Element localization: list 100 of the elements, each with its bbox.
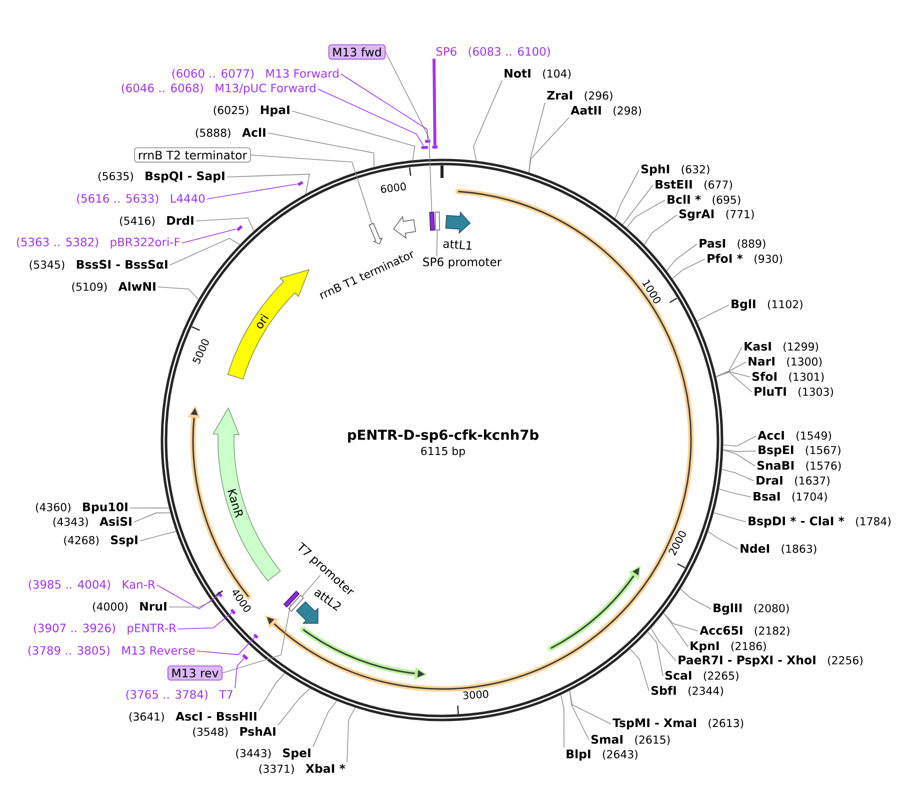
- leader-line: [436, 230, 438, 256]
- leader-line: [528, 102, 546, 173]
- leader-line: [292, 110, 416, 161]
- leader-line: [312, 700, 338, 748]
- leader-line: [222, 603, 292, 674]
- leader-line: [666, 244, 698, 272]
- cut-site-label: NarI (1300): [748, 357, 822, 367]
- leader-line: [663, 612, 688, 648]
- leader-line: [206, 184, 298, 200]
- leader-line: [234, 658, 244, 689]
- leader-line: [258, 672, 286, 711]
- leader-line: [278, 688, 310, 726]
- primer-mark: [297, 180, 304, 186]
- scale-label: 5000: [192, 339, 209, 364]
- leader-line: [182, 228, 237, 244]
- cut-site-label: AatII (298): [570, 106, 642, 116]
- leader-line: [569, 690, 612, 724]
- leader-line: [721, 468, 754, 482]
- leader-line: [614, 170, 640, 219]
- cut-site-label: BsaI (1704): [754, 492, 827, 502]
- leader-line: [672, 258, 706, 280]
- cut-site-label: Acc65I (2182): [700, 626, 790, 636]
- leader-line: [385, 52, 432, 212]
- cut-site-label: (4360) Bpu10I: [36, 502, 128, 514]
- primer-mark: [217, 591, 223, 598]
- scale-label: 3000: [463, 690, 488, 700]
- cut-site-label: KpnI (2186): [690, 642, 766, 652]
- leader-line: [196, 637, 256, 656]
- cut-site-label: (5635) BspQI - SapI: [98, 171, 224, 183]
- cut-site-label: (3371) XbaI *: [259, 764, 346, 774]
- leader-line: [340, 74, 428, 140]
- primer-mark: [253, 634, 258, 639]
- leader-line: [473, 80, 502, 162]
- leader-line: [722, 436, 756, 447]
- cut-site-label: ScaI (2265): [665, 670, 738, 682]
- cut-site-label: BglI (1102): [732, 299, 802, 311]
- leader-line: [268, 132, 374, 168]
- leader-line: [722, 449, 756, 466]
- leader-line: [140, 531, 176, 542]
- leader-line: [346, 707, 356, 763]
- feature-tag: rrnB T2 terminator: [134, 147, 251, 163]
- leader-line: [716, 372, 752, 392]
- leader-line: [722, 449, 756, 452]
- feature-tag: M13 rev: [168, 666, 222, 680]
- leader-line: [650, 628, 676, 662]
- primer-mark: [432, 146, 438, 149]
- primer-mark: [242, 654, 248, 660]
- leader-line: [630, 648, 650, 692]
- cut-site-label: SphI (632): [641, 164, 710, 176]
- cut-site-label: (5345) BssSI - BssSαI: [30, 260, 168, 270]
- scale-label: 6000: [380, 182, 406, 193]
- leader-line: [156, 584, 219, 610]
- plasmid-name: pENTR-D-sp6-cfk-kcnh7b: [348, 429, 538, 443]
- cut-site-label: SfoI (1301): [752, 372, 824, 382]
- cut-site-label: (3548) PshAI: [193, 726, 276, 738]
- leader-line: [663, 612, 698, 632]
- cut-site-label: (4000) NruI: [93, 602, 166, 612]
- primer-label: (3789 .. 3805) M13 Reverse: [28, 646, 195, 656]
- primer-mark: [421, 146, 428, 150]
- leader-line: [718, 488, 752, 498]
- cut-site-label: BstEII (677): [656, 180, 732, 190]
- feature-block: [429, 212, 435, 231]
- cut-site-label: BclI * (695): [668, 194, 740, 206]
- primer-label: (3985 .. 4004) Kan-R: [28, 580, 156, 590]
- cut-site-label: BglII (2080): [714, 603, 789, 615]
- scale-label: 2000: [668, 530, 686, 556]
- cut-site-label: BspEI (1567): [758, 446, 840, 456]
- leader-line: [626, 200, 666, 228]
- leader-line: [708, 531, 738, 550]
- leader-line: [250, 154, 372, 224]
- leader-line: [680, 588, 712, 610]
- cut-site-label: AccI (1549): [758, 431, 832, 441]
- cut-site-label: (3443) SpeI: [236, 748, 310, 760]
- cut-site-label: (5109) AlwNI: [72, 282, 156, 292]
- cut-site-label: (4268) SspI: [64, 535, 138, 547]
- leader-line: [622, 184, 654, 225]
- primer-label: (5363 .. 5382) pBR322ori-F: [16, 237, 180, 249]
- cut-site-label: BlpI (2643): [566, 749, 638, 761]
- leader-line: [528, 117, 570, 173]
- leader-line: [644, 214, 678, 246]
- cut-site-label: (4343) AsiSI: [53, 516, 132, 528]
- primer-label: (6060 .. 6077) M13 Forward: [172, 68, 338, 80]
- cut-site-label: SbfI (2344): [651, 686, 723, 696]
- feature-tag: M13 fwd: [328, 44, 386, 60]
- feature-label: attL1: [443, 240, 472, 250]
- leader-line: [226, 174, 310, 194]
- cut-site-label: PluTI (1303): [754, 386, 834, 398]
- primer-label: (5616 .. 5633) L4440: [77, 194, 205, 204]
- primer-label: SP6 (6083 .. 6100): [436, 46, 550, 58]
- leader-line: [432, 58, 436, 146]
- feature-band: ori: [227, 269, 310, 380]
- cut-site-label: (5888) AclI: [196, 128, 266, 138]
- primer-label: (3907 .. 3926) pENTR-R: [34, 623, 176, 635]
- cut-site-label: SgrAI (771): [679, 209, 754, 221]
- cut-site-label: PaeR7I - PspXI - XhoI (2256): [678, 655, 862, 667]
- cut-site-label: SmaI (2615): [591, 734, 670, 746]
- leader-line: [196, 217, 254, 232]
- leader-line: [158, 286, 199, 300]
- feature-label: SP6 promoter: [423, 257, 502, 268]
- primer-mark: [425, 140, 430, 143]
